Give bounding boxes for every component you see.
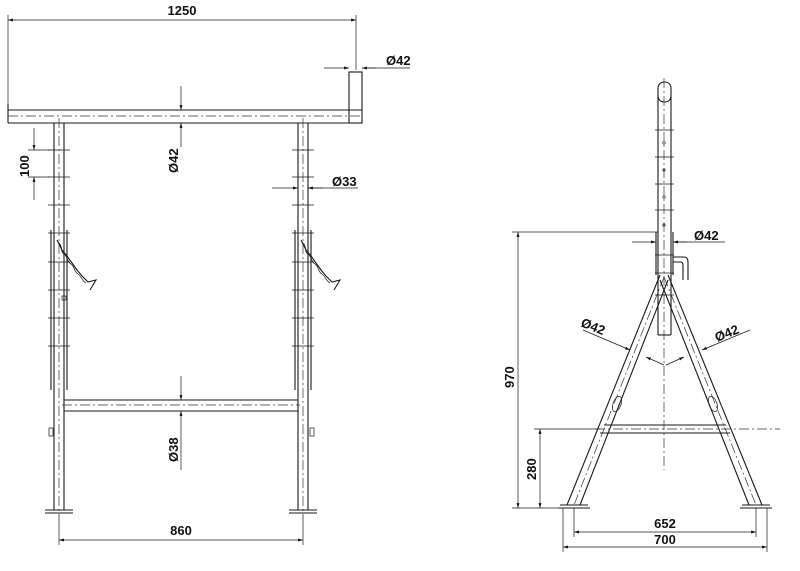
dimension-post: Ø33 (272, 174, 358, 190)
left-post (45, 118, 98, 515)
dimension-upright-label: Ø42 (694, 228, 719, 243)
dimension-860: 860 (58, 515, 304, 545)
front-view: 1250 Ø42 Ø42 100 Ø33 (7, 3, 411, 545)
dimension-700: 700 (562, 508, 768, 552)
dimension-100: 100 (17, 128, 50, 200)
dimension-970-label: 970 (502, 366, 517, 388)
side-view: Ø42 Ø42 Ø42 970 280 (502, 78, 780, 552)
dimension-leg-right-label: Ø42 (713, 322, 741, 345)
dimension-lower-bar: Ø38 (166, 376, 183, 470)
dimension-post-label: Ø33 (332, 174, 357, 189)
dimension-970: 970 (502, 231, 658, 509)
dimension-100-label: 100 (17, 155, 32, 177)
center-upright (655, 78, 689, 470)
dimension-280-label: 280 (524, 458, 539, 480)
dimension-pipe-top: Ø42 (324, 53, 411, 70)
right-leg (659, 274, 772, 509)
dimension-700-label: 700 (654, 532, 676, 547)
dimension-652-label: 652 (654, 516, 676, 531)
dimension-crossbar: Ø42 (166, 86, 183, 173)
lower-crossbar (62, 399, 300, 412)
dimension-860-label: 860 (170, 523, 192, 538)
dimension-crossbar-label: Ø42 (166, 148, 181, 173)
dimension-652: 652 (573, 508, 757, 537)
dimension-lower-bar-label: Ø38 (166, 437, 181, 462)
top-crossbar (7, 71, 363, 124)
dimension-1250-label: 1250 (168, 3, 197, 18)
dimension-pipe-top-label: Ø42 (386, 53, 411, 68)
left-leg (558, 274, 669, 509)
dimension-280: 280 (524, 428, 600, 508)
leg-brace (595, 424, 780, 434)
dimension-1250: 1250 (7, 3, 357, 104)
dimension-upright: Ø42 (632, 228, 725, 244)
